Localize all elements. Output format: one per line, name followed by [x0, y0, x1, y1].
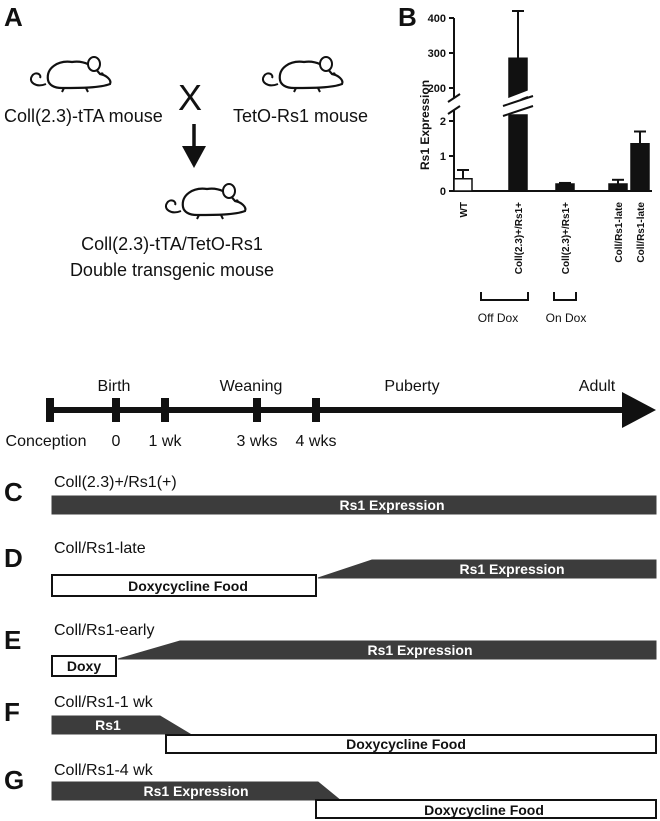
bar-label: Doxycycline Food — [424, 802, 544, 818]
doxycycline-bar — [165, 734, 657, 754]
y-axis-label: Rs1 Expression — [418, 80, 432, 170]
bar-label: Rs1 Expression — [143, 783, 248, 799]
doxycycline-bar — [51, 574, 317, 597]
timeline-tick — [161, 398, 169, 422]
mouse-icon — [261, 55, 344, 94]
stage-label: Birth — [98, 378, 131, 395]
timeline-tick-label: 4 wks — [296, 433, 337, 450]
timeline-tick — [46, 398, 54, 422]
bar-break-gap — [504, 99, 532, 115]
timeline-tick — [253, 398, 261, 422]
panel-letter: D — [4, 543, 23, 573]
bar-label: Doxycycline Food — [346, 736, 466, 752]
panel-b-letter: B — [398, 2, 417, 32]
timeline-tick-label: 0 — [112, 433, 121, 450]
bar-label: Rs1 — [95, 717, 121, 733]
mouse-icon — [29, 55, 112, 94]
category-label: Coll(2.3)+/Rs1+ — [561, 202, 572, 274]
y-tick-label: 1 — [440, 151, 446, 163]
offspring-label-line1: Coll(2.3)-tTA/TetO-Rs1 — [81, 234, 263, 254]
panel-letter: G — [4, 765, 24, 795]
bar-label: Doxycycline Food — [128, 578, 248, 594]
y-tick-label: 2 — [440, 116, 446, 128]
panel-letter: E — [4, 625, 21, 655]
bar — [555, 183, 575, 192]
scheme-title: Coll/Rs1-early — [54, 622, 154, 639]
category-label: Coll/Rs1-late — [614, 202, 625, 263]
cross-symbol: X — [178, 77, 202, 118]
bar — [508, 114, 528, 192]
timeline-tick-label: Conception — [6, 433, 87, 450]
scheme-title: Coll/Rs1-1 wk — [54, 694, 154, 711]
bar-label: Doxy — [67, 658, 101, 674]
axis-break-mark — [447, 105, 461, 115]
axis-break-mark — [502, 95, 534, 107]
bar — [453, 178, 473, 192]
arrow-right-icon — [622, 392, 656, 428]
axis-break-mark — [502, 105, 534, 117]
stage-label: Weaning — [220, 378, 283, 395]
category-label: Coll(2.3)+/Rs1+ — [514, 202, 525, 274]
mouse-icon — [164, 182, 247, 221]
parent-right-label: TetO-Rs1 mouse — [233, 106, 368, 126]
timeline-tick-label: 1 wk — [149, 433, 183, 450]
expression-bar — [51, 715, 192, 735]
stage-label: Adult — [579, 378, 616, 395]
group-label-off-dox: Off Dox — [478, 311, 518, 325]
group-label-on-dox: On Dox — [546, 311, 587, 325]
expression-bar — [51, 495, 657, 515]
scheme-title: Coll/Rs1-late — [54, 540, 146, 557]
timeline-tick — [312, 398, 320, 422]
category-label: Coll/Rs1-late — [636, 202, 647, 263]
scheme-title: Coll(2.3)+/Rs1(+) — [54, 474, 177, 491]
timeline-tick-label: 3 wks — [237, 433, 278, 450]
doxycycline-bar — [51, 655, 117, 677]
stage-label: Puberty — [384, 378, 439, 395]
group-bracket-on-dox — [553, 292, 577, 301]
panel-a-letter: A — [4, 2, 23, 32]
bar-label: Rs1 Expression — [339, 497, 444, 513]
y-tick-label: 200 — [428, 83, 446, 95]
bar — [608, 183, 628, 192]
parent-left-label: Coll(2.3)-tTA mouse — [4, 106, 163, 126]
bar-label: Rs1 Expression — [367, 642, 472, 658]
expression-bar — [117, 640, 657, 660]
group-bracket-off-dox — [480, 292, 529, 301]
bar-break-gap — [504, 89, 532, 105]
category-label: WT — [459, 202, 470, 218]
arrow-down-icon — [182, 124, 206, 168]
panel-letter: F — [4, 697, 20, 727]
bar-label: Rs1 Expression — [459, 561, 564, 577]
expression-bar — [317, 559, 657, 579]
y-tick-label: 0 — [440, 186, 446, 198]
bar — [630, 143, 650, 192]
y-tick-label: 300 — [428, 48, 446, 60]
doxycycline-bar — [315, 799, 657, 819]
panel-letter: C — [4, 477, 23, 507]
scheme-title: Coll/Rs1-4 wk — [54, 762, 154, 779]
y-tick-label: 400 — [428, 13, 446, 25]
timeline-tick — [112, 398, 120, 422]
offspring-label-line2: Double transgenic mouse — [70, 260, 274, 280]
axis-break-mark — [447, 93, 461, 103]
